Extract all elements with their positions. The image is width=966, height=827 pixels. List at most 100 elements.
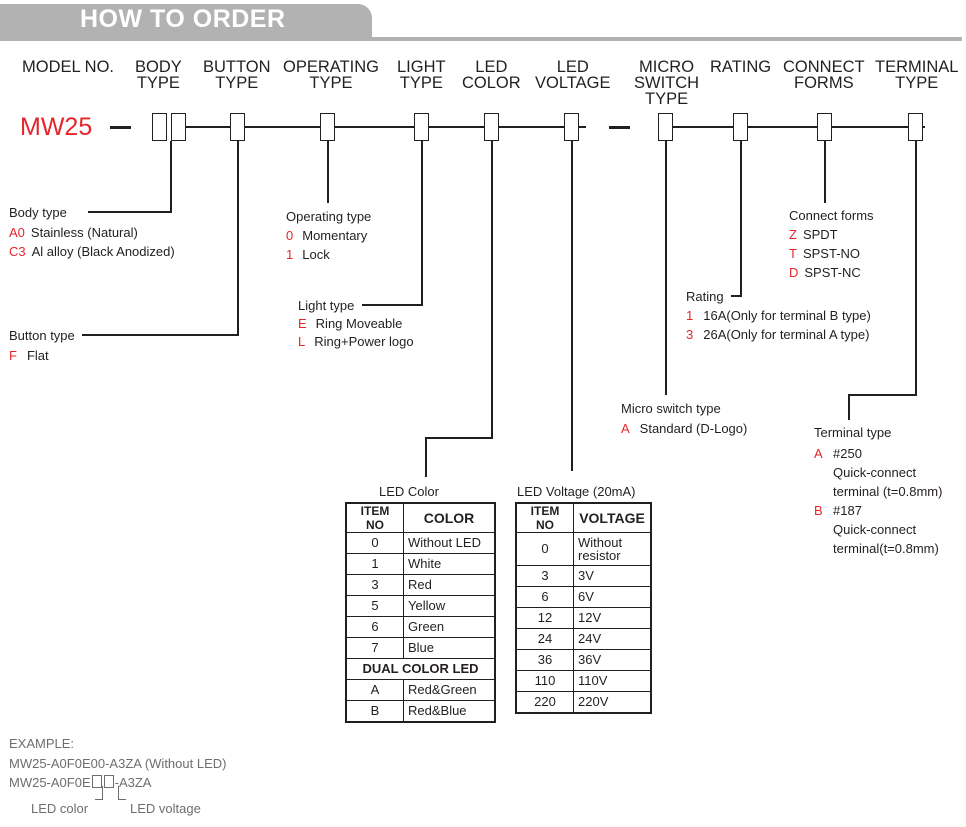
leader-rating <box>740 141 742 296</box>
col-led-color: LED COLOR <box>462 58 521 92</box>
leader-terminal-v2 <box>848 394 850 420</box>
code-box-body-1 <box>152 113 167 141</box>
example-line-2: MW25-A0F0E-A3ZA <box>9 775 152 790</box>
leader-led-color-h <box>425 437 493 439</box>
example-title: EXAMPLE: <box>9 736 75 751</box>
connector-line-2 <box>665 126 925 128</box>
col-operating-type: OPERATING TYPE <box>283 58 379 92</box>
leader-light <box>421 141 423 305</box>
terminal-type-desc: terminal(t=0.8mm) <box>833 541 939 556</box>
terminal-type-option: A#250 <box>814 446 862 461</box>
table-header: VOLTAGE <box>573 502 652 533</box>
separator-dash <box>110 126 131 129</box>
light-type-title: Light type <box>298 298 355 313</box>
example-leader-color-h <box>95 799 103 800</box>
model-prefix: MW25 <box>20 113 93 141</box>
table-subheader-row: DUAL COLOR LED <box>345 658 496 680</box>
leader-terminal <box>915 141 917 395</box>
code-box-terminal <box>908 113 923 141</box>
body-type-title: Body type <box>9 205 67 220</box>
code-box-operating <box>320 113 335 141</box>
connect-forms-title: Connect forms <box>789 208 874 223</box>
leader-led-color-v2 <box>425 437 427 477</box>
code-box-led-color <box>484 113 499 141</box>
code-box-micro-switch <box>658 113 673 141</box>
leader-button <box>237 141 239 335</box>
col-button-type: BUTTON TYPE <box>203 58 271 92</box>
example-led-color-label: LED color <box>31 801 89 816</box>
col-light-type: LIGHT TYPE <box>397 58 446 92</box>
connector-line-1 <box>186 126 586 128</box>
example-led-voltage-box <box>103 775 114 788</box>
page-title: HOW TO ORDER <box>80 5 286 33</box>
example-led-voltage-label: LED voltage <box>130 801 201 816</box>
example-led-color-box <box>91 775 102 788</box>
micro-switch-title: Micro switch type <box>621 401 721 416</box>
terminal-type-desc: Quick-connect <box>833 522 917 537</box>
leader-led-color <box>491 141 493 438</box>
col-model-no: MODEL NO. <box>22 58 114 76</box>
leader-rating-h <box>731 295 742 297</box>
leader-operating <box>327 141 329 203</box>
rating-title: Rating <box>686 289 724 304</box>
button-type-title: Button type <box>9 328 75 343</box>
terminal-type-option: B#187 <box>814 503 862 518</box>
leader-terminal-h <box>848 394 917 396</box>
leader-micro-switch <box>665 141 667 395</box>
led-color-table-title: LED Color <box>379 484 439 499</box>
table-header: ITEM NO <box>515 502 574 533</box>
code-box-led-voltage <box>564 113 579 141</box>
terminal-type-title: Terminal type <box>814 425 892 440</box>
table-header-row: ITEM NO COLOR <box>345 502 496 533</box>
table-header-row: ITEM NO VOLTAGE <box>515 502 652 533</box>
col-rating: RATING <box>710 58 772 76</box>
code-box-rating <box>733 113 748 141</box>
code-box-button <box>230 113 245 141</box>
example-line-1: MW25-A0F0E00-A3ZA (Without LED) <box>9 756 227 771</box>
operating-type-title: Operating type <box>286 209 372 224</box>
code-box-body-2 <box>171 113 186 141</box>
led-voltage-table-title: LED Voltage (20mA) <box>517 484 636 499</box>
terminal-type-desc: Quick-connect <box>833 465 917 480</box>
terminal-type-desc: terminal (t=0.8mm) <box>833 484 943 499</box>
leader-body-h <box>88 211 172 213</box>
leader-light-h <box>362 304 423 306</box>
separator-dash <box>609 126 630 129</box>
col-led-voltage: LED VOLTAGE <box>535 58 611 92</box>
leader-body <box>170 141 172 212</box>
col-body-type: BODY TYPE <box>135 58 182 92</box>
col-connect-forms: CONNECT FORMS <box>783 58 865 92</box>
leader-button-h <box>82 334 239 336</box>
table-header: ITEM NO <box>345 502 404 533</box>
example-leader-voltage-h <box>118 799 126 800</box>
example-leader-voltage <box>118 786 119 800</box>
header-tab <box>0 4 372 38</box>
